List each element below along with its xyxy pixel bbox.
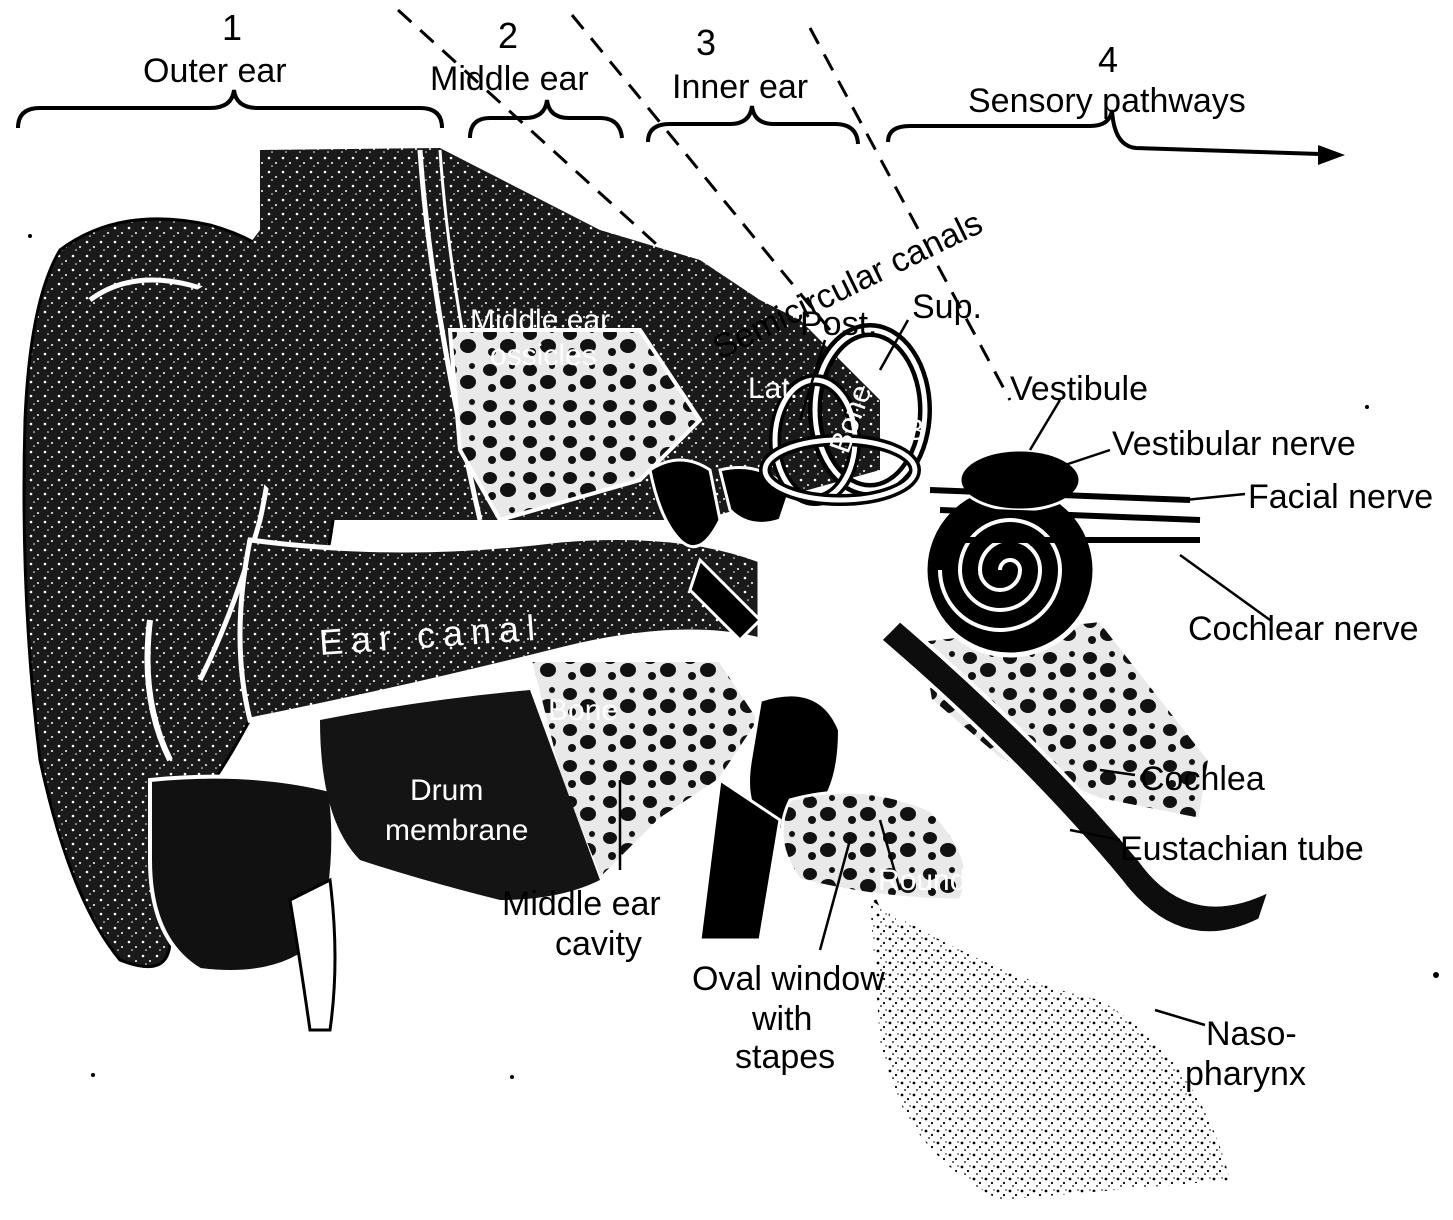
label-sup: Sup.: [912, 288, 982, 326]
label-round-window-1: Round: [878, 864, 966, 897]
label-round-window-2: window: [871, 899, 972, 932]
label-vestibular-nerve: Vestibular nerve: [1112, 425, 1356, 463]
label-middle-ear-ossicles-2: ossicles: [490, 339, 597, 372]
label-lat: Lat.: [748, 372, 798, 405]
bracket-inner-ear: [648, 106, 858, 144]
label-oval-window-2: with: [751, 1000, 812, 1038]
label-middle-ear-cavity-2: cavity: [555, 925, 642, 963]
label-eustachian-tube: Eustachian tube: [1120, 830, 1364, 868]
section-3-number: 3: [696, 22, 716, 63]
label-middle-ear-ossicles-1: Middle ear: [470, 304, 610, 337]
section-3-label: Inner ear: [672, 68, 808, 106]
label-drum-membrane-2: membrane: [385, 814, 528, 847]
section-1-label: Outer ear: [143, 52, 287, 90]
cochlea-group: [925, 450, 1095, 655]
bracket-middle-ear: [470, 100, 622, 138]
section-1-number: 1: [222, 7, 242, 48]
label-middle-ear-cavity-1: Middle ear: [502, 885, 661, 923]
label-bone-lower: Bone: [548, 694, 618, 727]
arrowhead-sensory: [1318, 145, 1345, 165]
label-cochlear-nerve: Cochlear nerve: [1188, 610, 1419, 648]
vestibule-shape: [960, 450, 1080, 510]
section-2-number: 2: [498, 15, 518, 56]
label-oval-window-1: Oval window: [692, 960, 885, 998]
label-post: Post.: [800, 305, 877, 343]
label-drum-membrane-1: Drum: [410, 774, 483, 807]
bracket-outer-ear: [18, 90, 442, 128]
section-headers: 1 Outer ear 2 Middle ear 3 Inner ear 4 S…: [143, 7, 1246, 120]
label-bone-right: Bone: [905, 414, 1055, 447]
label-vestibule: Vestibule: [1010, 370, 1148, 408]
label-nasopharynx-1: Naso-: [1206, 1015, 1297, 1053]
section-4-label: Sensory pathways: [968, 82, 1246, 120]
label-cochlea: Cochlea: [1140, 760, 1265, 798]
section-2-label: Middle ear: [430, 60, 589, 98]
label-facial-nerve: Facial nerve: [1248, 478, 1433, 516]
label-oval-window-3: stapes: [735, 1038, 835, 1076]
section-4-number: 4: [1098, 39, 1118, 80]
label-nasopharynx-2: pharynx: [1185, 1055, 1306, 1093]
